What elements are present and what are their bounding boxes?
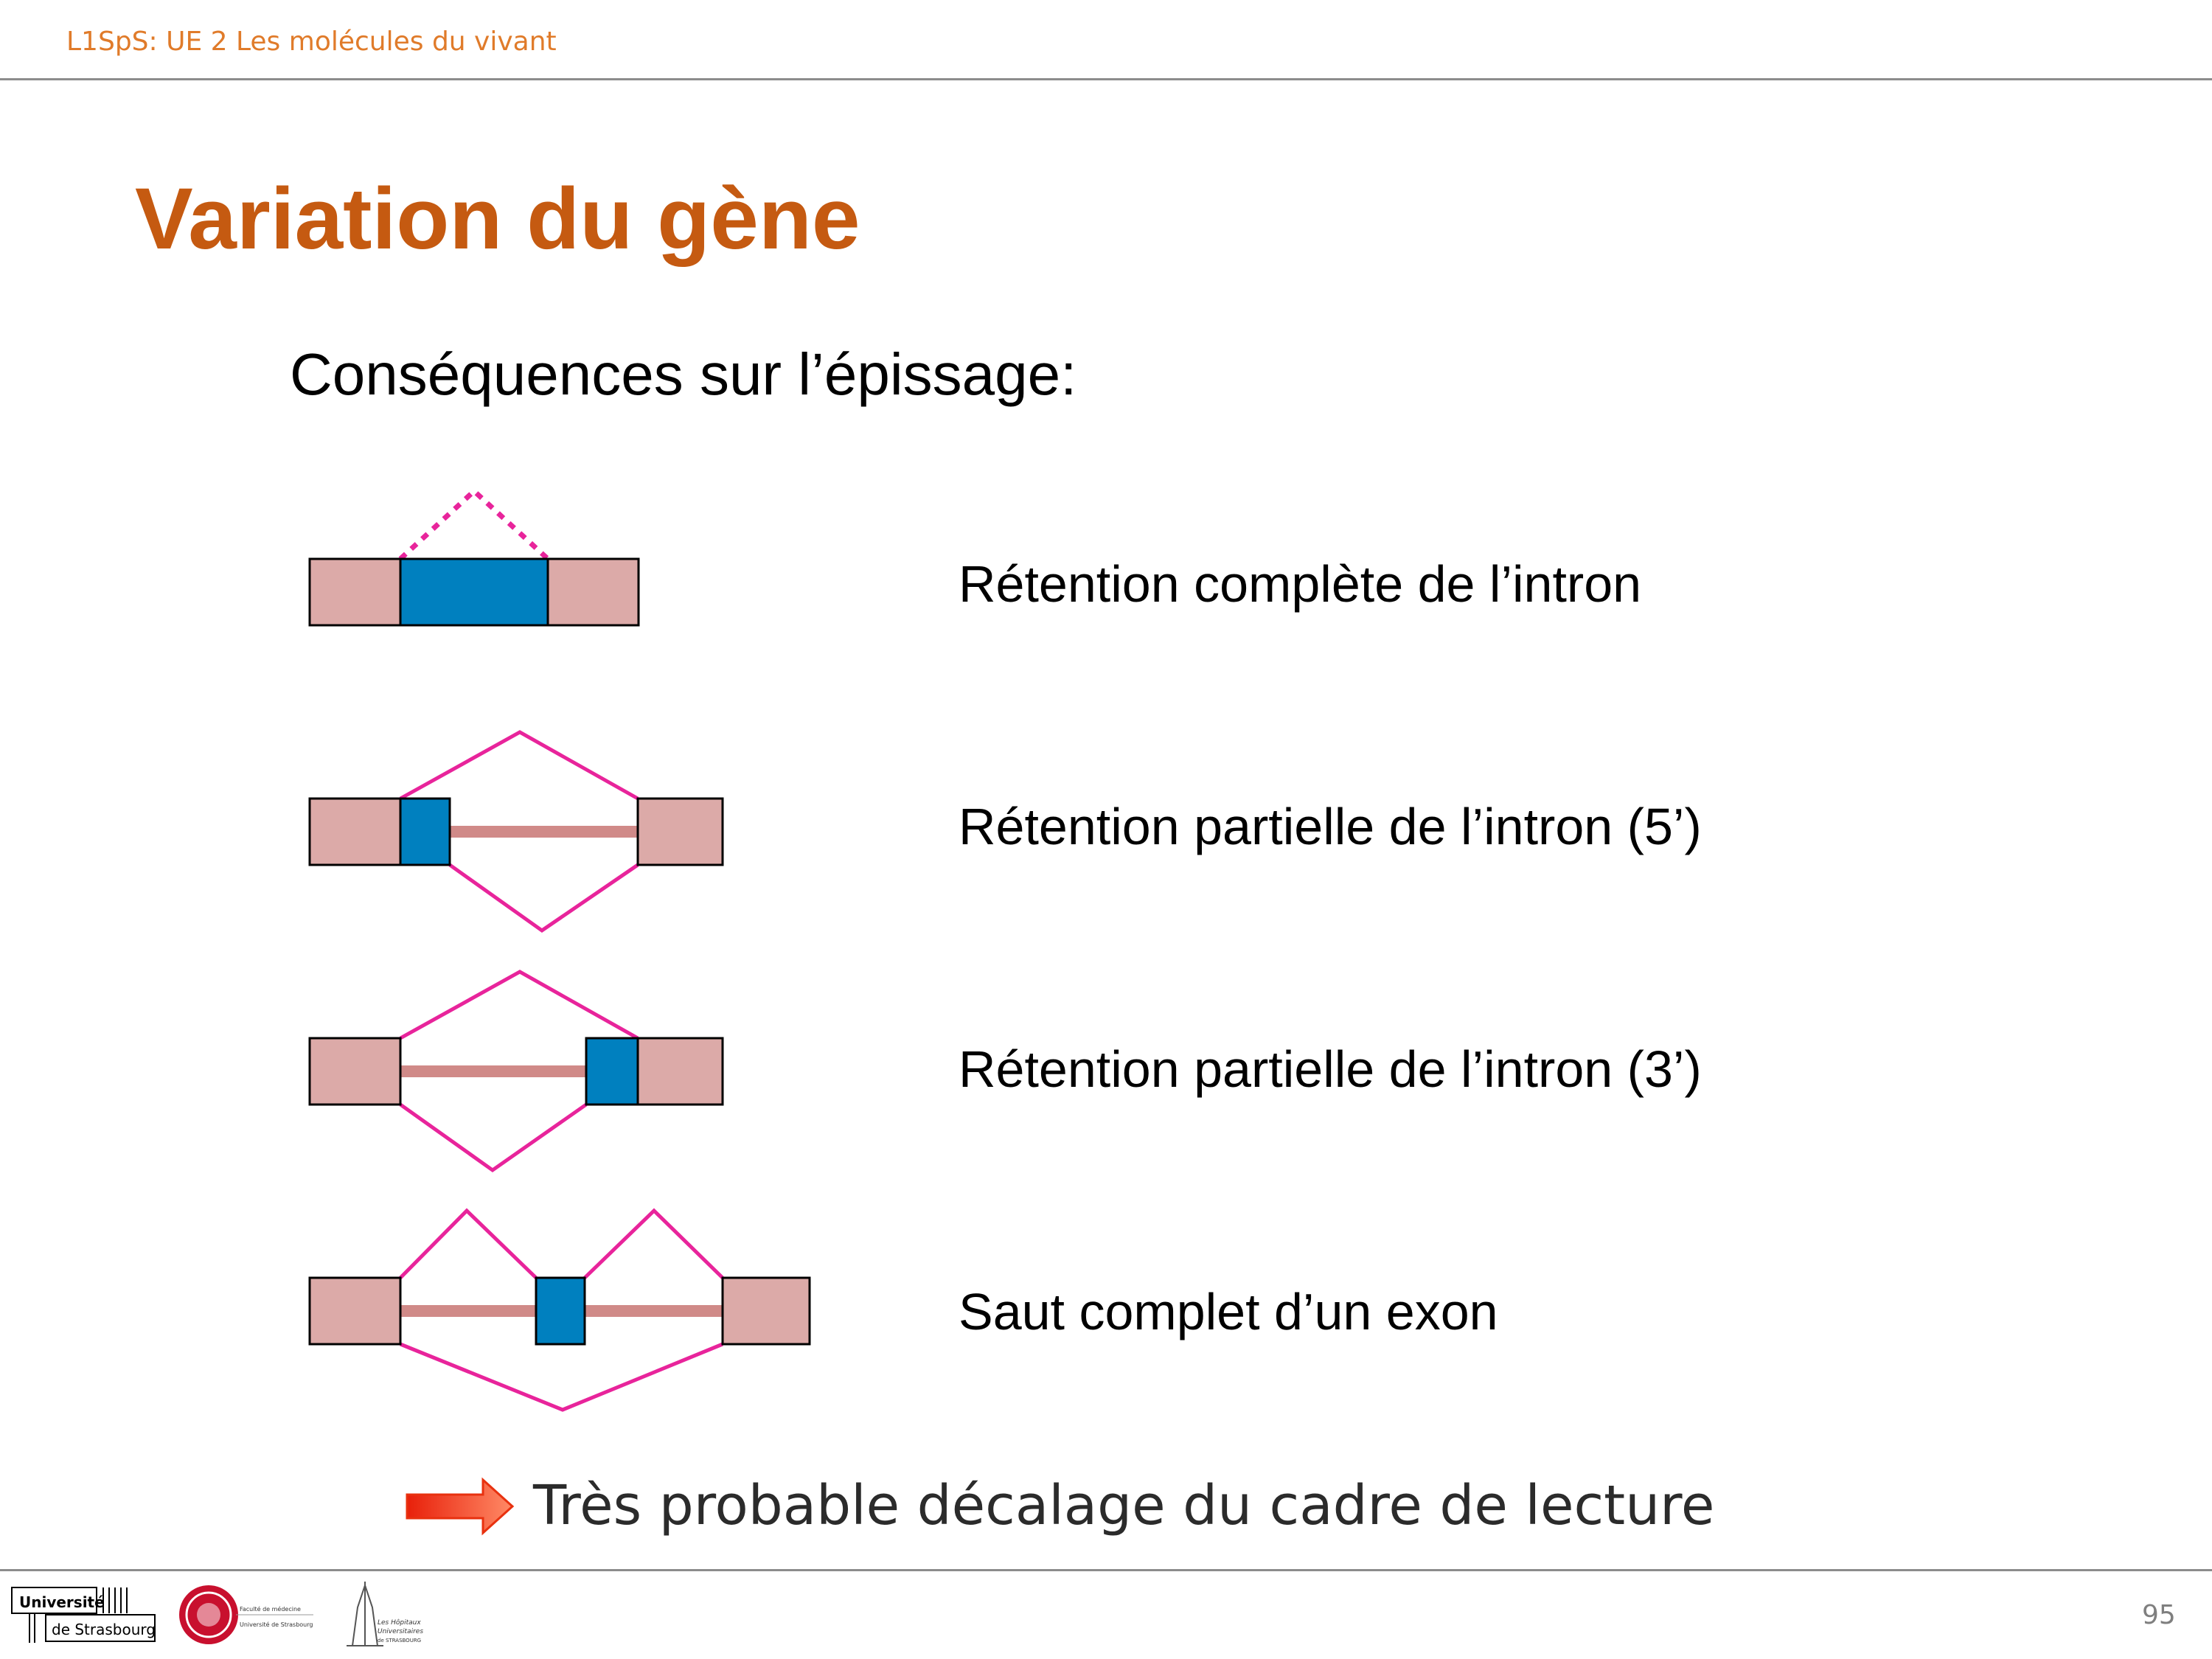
exon-box-right (721, 1276, 811, 1346)
splice-arc-upper-left (399, 1208, 538, 1279)
exon-box-right (546, 557, 640, 627)
hopitaux-universitaires-logo: Les Hôpitaux Universitaires de STRASBOUR… (347, 1582, 423, 1646)
svg-text:Faculté de médecine: Faculté de médecine (240, 1605, 301, 1613)
page-number: 95 (2142, 1600, 2176, 1630)
row-label-complete-retention: Rétention complète de l’intron (959, 555, 1642, 613)
exon-box-left (308, 1037, 402, 1106)
splice-arc-upper-right (583, 1208, 724, 1279)
faculte-medecine-seal-logo: Faculté de médecine Université de Strasb… (179, 1585, 313, 1644)
conclusion-text: Très probable décalage du cadre de lectu… (533, 1474, 1715, 1537)
row-label-partial-retention-5: Rétention partielle de l’intron (5’) (959, 798, 1702, 855)
splice-arc-lower (448, 863, 639, 933)
footer-divider (0, 1569, 2212, 1571)
diagram-partial-retention-5 (308, 730, 724, 933)
exon-box-left (308, 1276, 402, 1346)
diagram-complete-retention (308, 487, 640, 627)
intron-line-left (400, 1305, 536, 1317)
svg-text:de STRASBOURG: de STRASBOURG (378, 1638, 421, 1644)
footer-logos: Université de Strasbourg Faculté de méde… (11, 1582, 423, 1646)
retained-intron-box (399, 797, 451, 866)
slide-title: Variation du gène (135, 170, 860, 268)
splice-arc-dotted (398, 487, 550, 561)
splice-arc-upper (399, 730, 639, 801)
svg-text:Les Hôpitaux: Les Hôpitaux (378, 1618, 421, 1627)
course-header: L1SpS: UE 2 Les molécules du vivant (66, 27, 557, 57)
exon-box-right (636, 1037, 724, 1106)
retained-intron-box (399, 557, 549, 627)
retained-intron-box (585, 1037, 639, 1106)
intron-line-right (585, 1305, 723, 1317)
intron-line (450, 826, 638, 838)
row-label-exon-skipping: Saut complet d’un exon (959, 1283, 1498, 1340)
right-arrow-icon (406, 1477, 515, 1536)
diagram-partial-retention-3 (308, 970, 724, 1173)
skipped-exon-box (535, 1276, 586, 1346)
svg-text:Université: Université (19, 1593, 105, 1611)
svg-text:Universitaires: Universitaires (378, 1628, 423, 1635)
universite-strasbourg-logo: Université de Strasbourg (11, 1587, 156, 1643)
svg-text:de Strasbourg: de Strasbourg (52, 1621, 156, 1638)
splice-arc-lower (400, 1342, 723, 1412)
slide-subtitle: Conséquences sur l’épissage: (290, 341, 1077, 407)
intron-line (400, 1065, 586, 1077)
splice-arc-upper (399, 970, 639, 1040)
row-label-partial-retention-3: Rétention partielle de l’intron (3’) (959, 1040, 1702, 1098)
splice-arc-lower (399, 1102, 588, 1173)
header-divider (0, 78, 2212, 80)
diagram-exon-skipping (308, 1208, 811, 1412)
exon-box-right (636, 797, 724, 866)
svg-text:Université de Strasbourg: Université de Strasbourg (240, 1621, 313, 1628)
